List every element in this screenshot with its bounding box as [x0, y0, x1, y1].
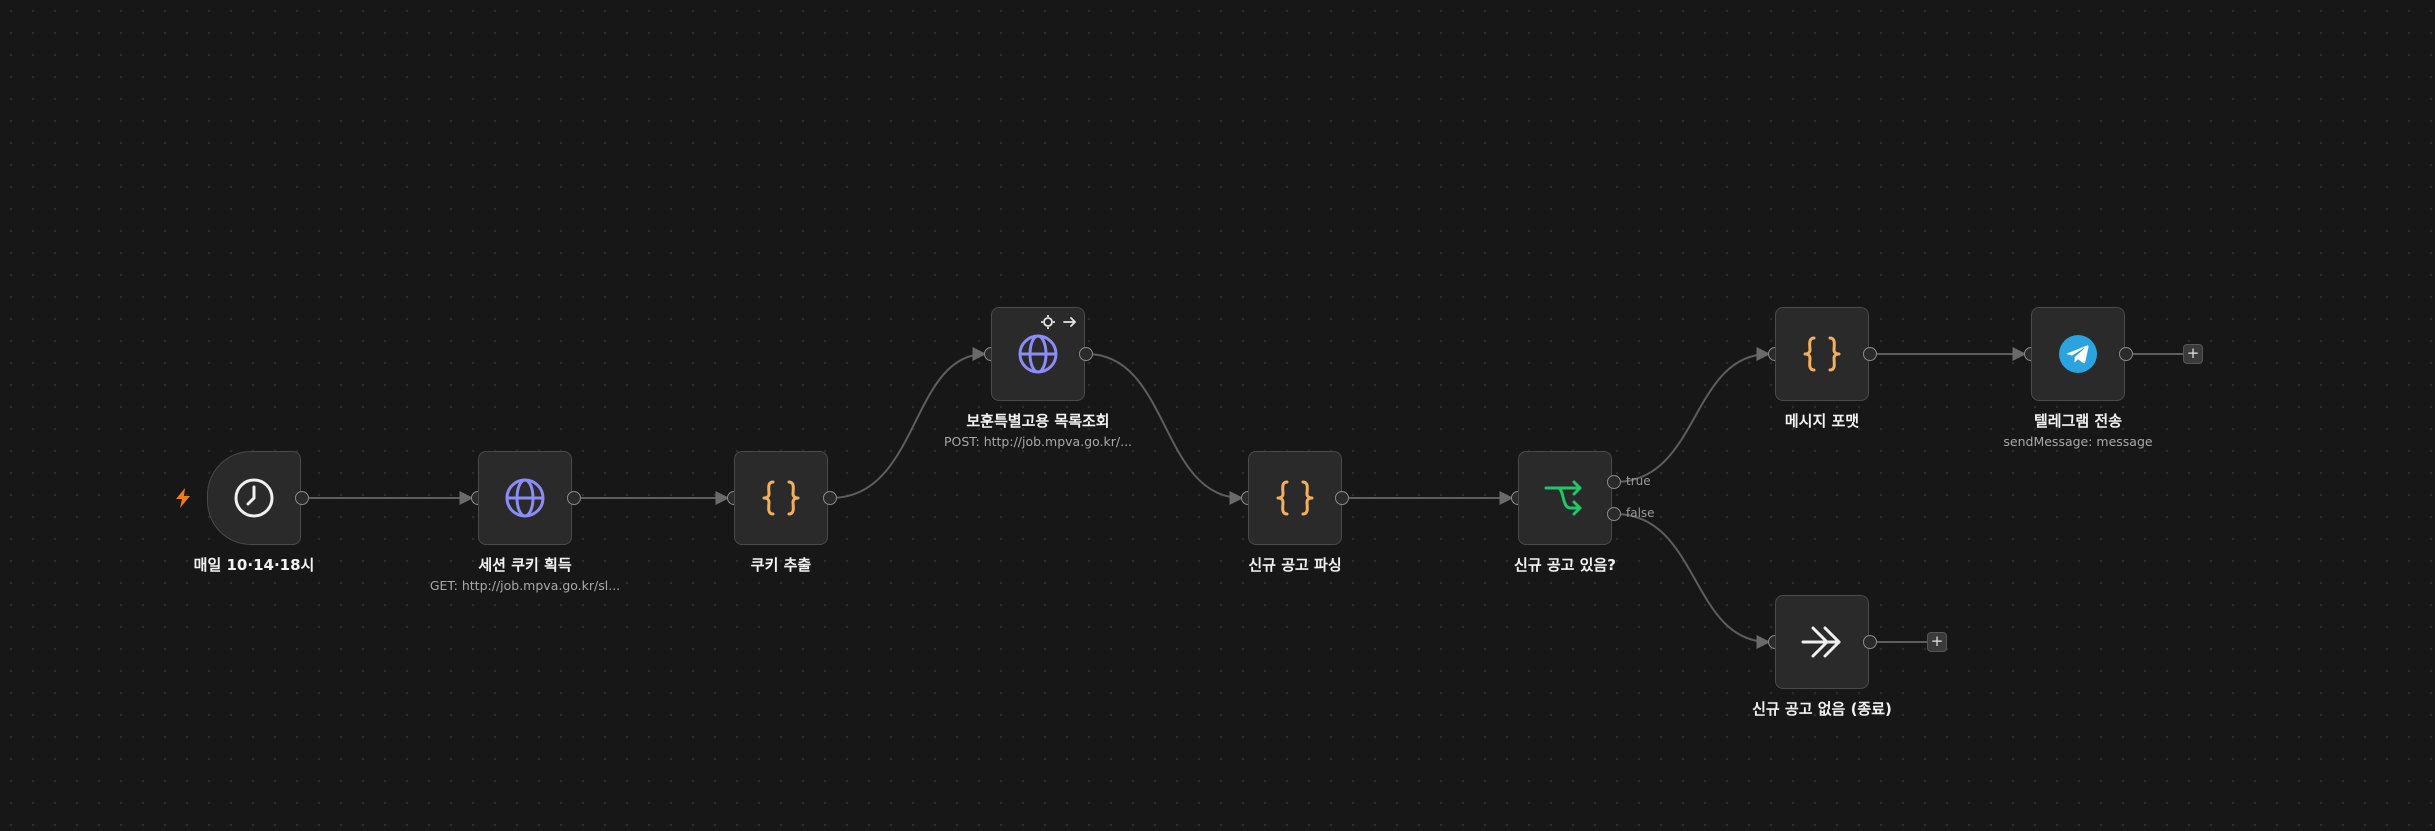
node-title-list: 보훈특별고용 목록조회	[966, 412, 1110, 430]
output-handle-session[interactable]	[567, 491, 581, 505]
branch-label-true: true	[1626, 474, 1651, 488]
node-no-new-end[interactable]	[1775, 595, 1869, 689]
code-braces-icon	[1276, 480, 1314, 516]
node-title-ifnew: 신규 공고 있음?	[1514, 556, 1616, 574]
code-braces-icon	[1803, 336, 1841, 372]
node-title-session: 세션 쿠키 획득	[478, 556, 572, 574]
edge-list-to-parse	[1086, 353, 1244, 505]
edge-cookie-to-list	[830, 347, 987, 499]
node-cookie-extract[interactable]	[734, 451, 828, 545]
node-if-new[interactable]	[1518, 451, 1612, 545]
open-node-arrow-icon[interactable]	[1062, 314, 1078, 330]
node-subtitle-session: GET: http://job.mpva.go.kr/sl...	[429, 578, 621, 593]
trigger-bolt-icon	[176, 488, 190, 508]
output-handle-format[interactable]	[1863, 347, 1877, 361]
output-handle-false[interactable]	[1607, 507, 1621, 521]
add-node-after-noop-button[interactable]: +	[1927, 632, 1947, 652]
output-handle-list[interactable]	[1079, 347, 1093, 361]
edge-false-to-noop	[1614, 513, 1771, 649]
output-handle-true[interactable]	[1607, 475, 1621, 489]
node-subtitle-telegram: sendMessage: message	[2003, 434, 2153, 449]
code-braces-icon	[762, 480, 800, 516]
node-session-cookie[interactable]	[478, 451, 572, 545]
node-title-format: 메시지 포맷	[1784, 412, 1860, 430]
node-title-telegram: 텔레그램 전송	[2033, 412, 2123, 430]
node-subtitle-list: POST: http://job.mpva.go.kr/...	[943, 434, 1133, 449]
branch-icon	[1544, 480, 1582, 516]
globe-icon	[505, 478, 545, 518]
node-telegram-send[interactable]	[2031, 307, 2125, 401]
double-arrow-icon	[1801, 626, 1841, 658]
node-title-cookie: 쿠키 추출	[750, 556, 812, 574]
output-handle-cookie[interactable]	[823, 491, 837, 505]
execute-node-icon[interactable]	[1040, 314, 1056, 330]
node-title-schedule: 매일 10·14·18시	[193, 556, 315, 574]
output-handle-parse[interactable]	[1335, 491, 1349, 505]
output-handle-noop[interactable]	[1863, 635, 1877, 649]
add-node-after-telegram-button[interactable]: +	[2183, 344, 2203, 364]
node-title-noop: 신규 공고 없음 (종료)	[1752, 700, 1892, 718]
branch-label-false: false	[1626, 506, 1655, 520]
node-parse[interactable]	[1248, 451, 1342, 545]
output-handle-schedule[interactable]	[295, 491, 309, 505]
node-schedule-trigger[interactable]	[207, 451, 301, 545]
node-title-parse: 신규 공고 파싱	[1248, 556, 1342, 574]
node-message-format[interactable]	[1775, 307, 1869, 401]
clock-icon	[234, 478, 274, 518]
edge-true-to-format	[1614, 347, 1771, 483]
output-handle-telegram[interactable]	[2119, 347, 2133, 361]
telegram-icon	[2059, 335, 2097, 373]
node-hover-actions	[1040, 314, 1078, 330]
globe-icon	[1018, 334, 1058, 374]
